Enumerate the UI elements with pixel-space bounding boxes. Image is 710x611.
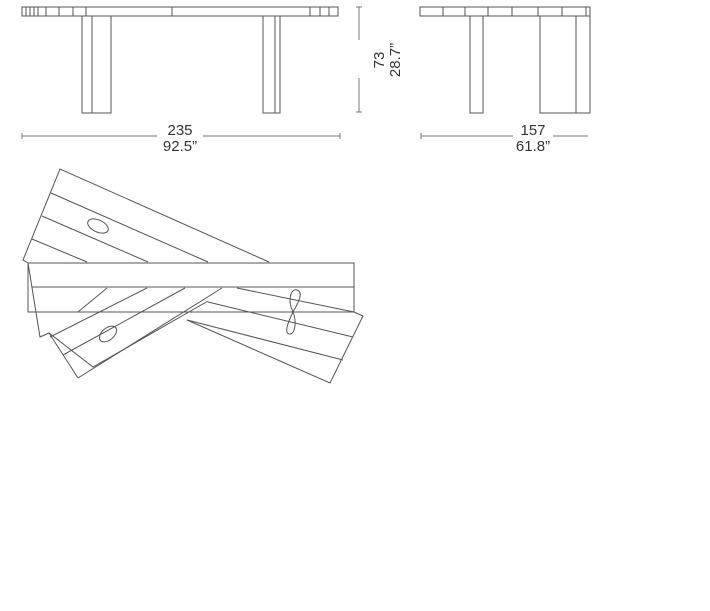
width-cm-label: 235 bbox=[167, 122, 192, 139]
plan-view bbox=[22, 168, 364, 384]
height-in-label: 28.7” bbox=[387, 43, 404, 77]
plan-board-center bbox=[27, 262, 355, 313]
wood-knot-hole bbox=[87, 218, 109, 234]
width-in-label: 92.5” bbox=[163, 138, 197, 155]
front-leg-right bbox=[262, 15, 281, 114]
plan-board-lower-left bbox=[27, 262, 223, 379]
plan-board-lower-right bbox=[186, 287, 364, 384]
depth-cm-label: 157 bbox=[520, 122, 545, 139]
front-tabletop-plank-joints bbox=[25, 7, 330, 16]
width-dimension: 235 92.5” bbox=[21, 122, 341, 155]
side-view bbox=[419, 6, 591, 114]
height-dimension: 73 28.7” bbox=[356, 6, 404, 113]
height-cm-label: 73 bbox=[371, 52, 388, 69]
depth-in-label: 61.8” bbox=[516, 138, 550, 155]
wood-knot-figure-eight bbox=[286, 289, 301, 335]
front-leg-left bbox=[81, 15, 112, 114]
side-leg-right bbox=[539, 15, 591, 114]
front-view bbox=[21, 6, 339, 114]
wood-knot-hole bbox=[98, 325, 118, 343]
plan-board-upper bbox=[22, 168, 270, 264]
side-leg-left bbox=[469, 15, 484, 114]
depth-dimension: 157 61.8” bbox=[420, 122, 588, 155]
side-tabletop-plank-joints bbox=[442, 7, 587, 16]
front-tabletop bbox=[21, 6, 339, 17]
side-tabletop bbox=[419, 6, 591, 17]
